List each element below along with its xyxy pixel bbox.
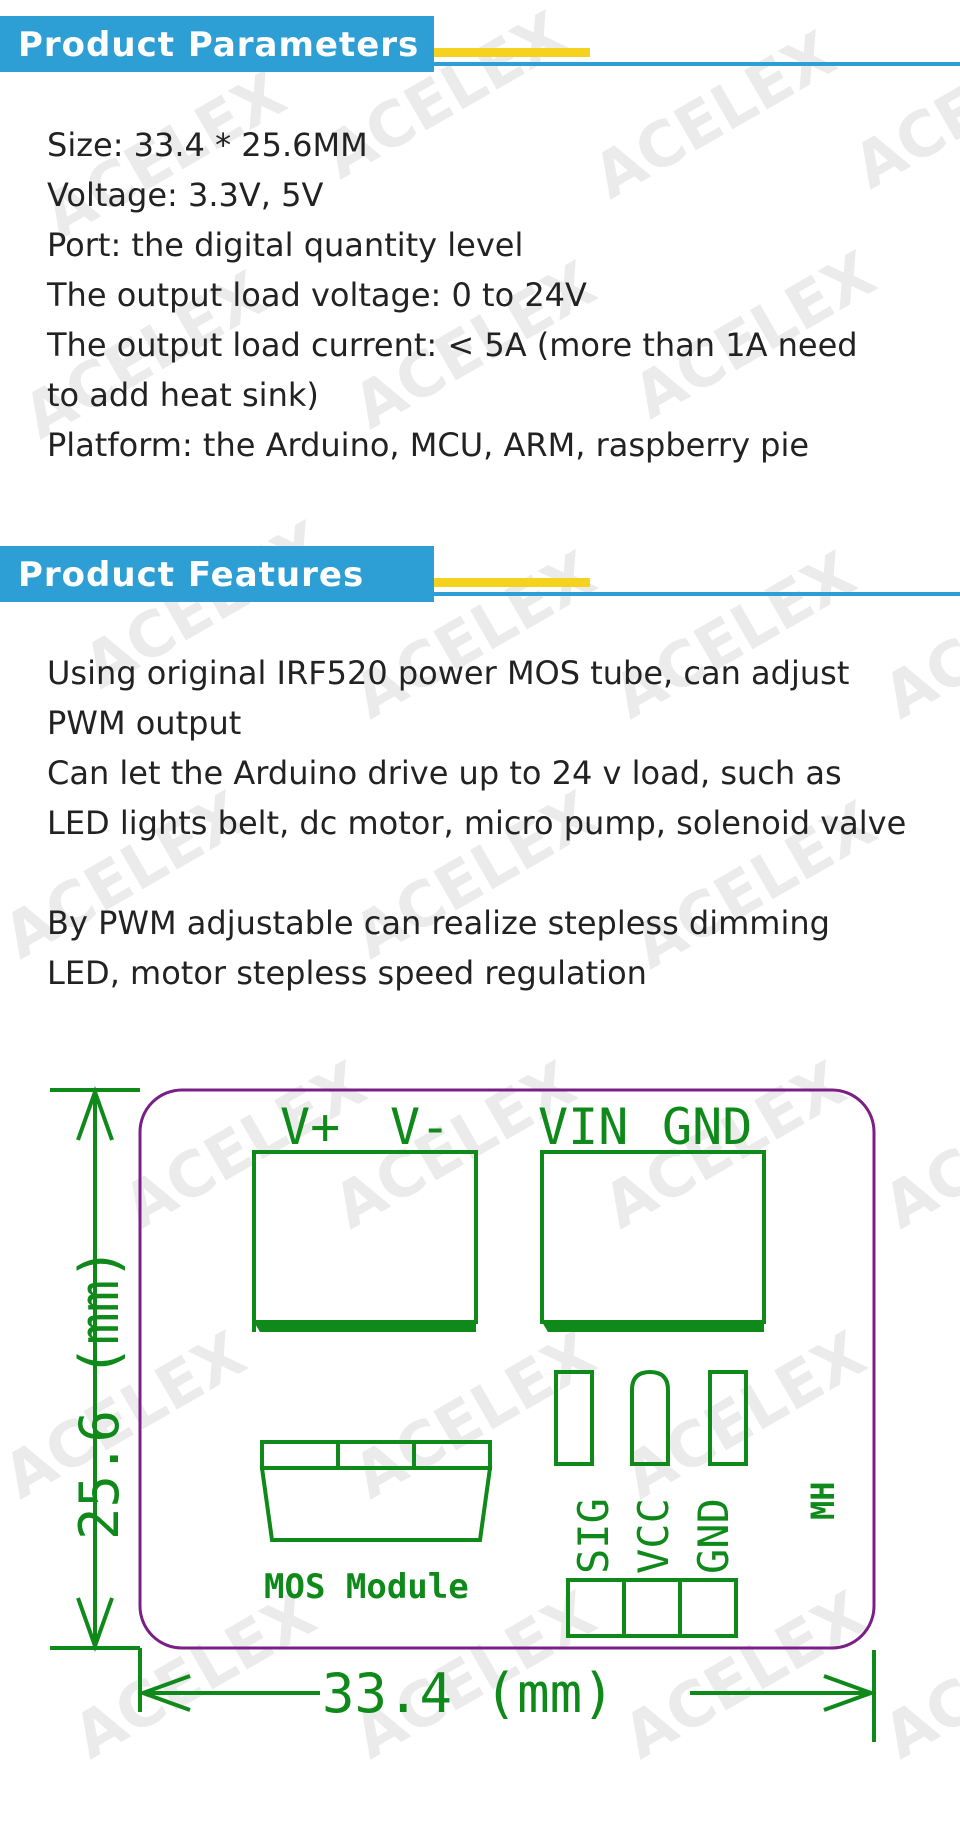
arrow-up-icon <box>76 1086 114 1141</box>
feature-line: Using original IRF520 power MOS tube, ca… <box>47 654 850 692</box>
pin-label-gnd: GND <box>689 1498 738 1574</box>
pin-label-sig: SIG <box>569 1498 618 1574</box>
parameter-line: to add heat sink) <box>47 376 319 414</box>
feature-gap <box>47 848 937 898</box>
features-list: Using original IRF520 power MOS tube, ca… <box>47 648 937 998</box>
header-accent-blue <box>434 592 960 596</box>
pin-label-vcc: VCC <box>629 1498 678 1574</box>
features-header: Product Features <box>0 546 960 602</box>
arrow-down-icon <box>76 1597 114 1652</box>
terminal-label-gnd: GND <box>662 1098 752 1156</box>
parameter-line: Port: the digital quantity level <box>47 226 524 264</box>
height-dimension-label: 25.6 (mm) <box>68 1247 131 1540</box>
mosfet-body <box>259 1466 493 1542</box>
pcb-drawing: V+ V- VIN GND SIG VCC GND MOS Module MH … <box>50 1086 877 1742</box>
pin-pad-sig <box>554 1370 594 1466</box>
screw-terminal-input <box>540 1150 766 1324</box>
header-accent-blue <box>434 62 960 66</box>
parameters-header: Product Parameters <box>0 16 960 72</box>
parameters-title: Product Parameters <box>18 25 420 65</box>
arrow-right-icon <box>823 1674 877 1712</box>
header-accent-yellow <box>434 578 590 587</box>
board-outline <box>138 1088 876 1650</box>
pin-pad-vcc <box>630 1369 670 1466</box>
terminal-label-v-plus: V+ <box>280 1098 340 1156</box>
feature-line: LED, motor stepless speed regulation <box>47 954 647 992</box>
terminal-label-v-minus: V- <box>390 1098 450 1156</box>
parameter-line: The output load current: < 5A (more than… <box>47 326 858 364</box>
feature-line: By PWM adjustable can realize stepless d… <box>47 904 830 942</box>
module-label: MOS Module <box>264 1567 469 1607</box>
parameter-line: Voltage: 3.3V, 5V <box>47 176 324 214</box>
pin-pad-gnd <box>708 1370 748 1466</box>
module-dimension-diagram: V+ V- VIN GND SIG VCC GND MOS Module MH … <box>0 1070 960 1770</box>
terminal-shadow <box>254 1322 476 1332</box>
feature-line: LED lights belt, dc motor, micro pump, s… <box>47 804 907 842</box>
terminal-label-vin: VIN <box>538 1098 628 1156</box>
parameters-list: Size: 33.4 * 25.6MM Voltage: 3.3V, 5V Po… <box>47 120 937 470</box>
feature-line: Can let the Arduino drive up to 24 v loa… <box>47 754 842 792</box>
header-accent-yellow <box>434 48 590 57</box>
parameter-line: Platform: the Arduino, MCU, ARM, raspber… <box>47 426 810 464</box>
features-header-box: Product Features <box>0 546 434 602</box>
features-title: Product Features <box>18 555 365 595</box>
parameter-line: The output load voltage: 0 to 24V <box>47 276 587 314</box>
arrow-left-icon <box>137 1674 191 1712</box>
mosfet-tab <box>260 1440 492 1470</box>
pin-header <box>566 1578 738 1638</box>
width-dimension-label: 33.4 (mm) <box>322 1662 615 1725</box>
terminal-shadow <box>542 1322 764 1332</box>
parameter-line: Size: 33.4 * 25.6MM <box>47 126 368 164</box>
mh-marking: MH <box>804 1481 842 1520</box>
feature-line: PWM output <box>47 704 242 742</box>
screw-terminal-output <box>252 1150 478 1324</box>
parameters-header-box: Product Parameters <box>0 16 434 72</box>
